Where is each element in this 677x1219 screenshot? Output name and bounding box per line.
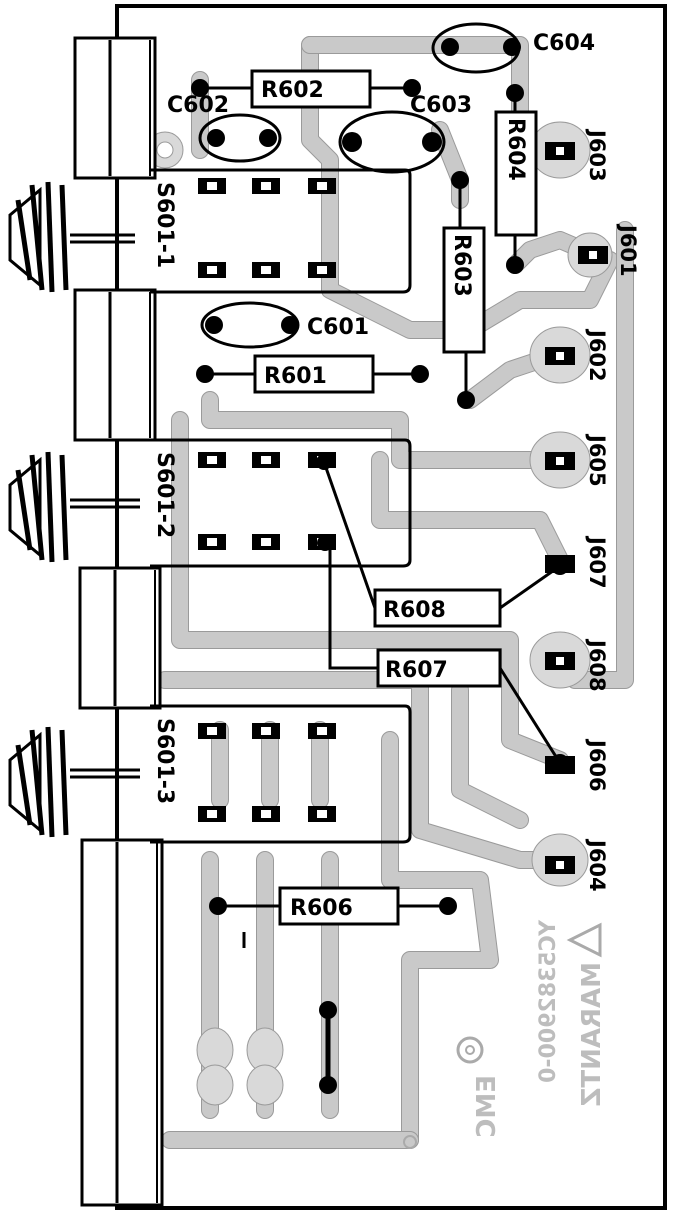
component-labels: C604 C602 C603 C601 R602 R601 R608 R607 … [167, 31, 595, 921]
label-c603: C603 [410, 93, 472, 118]
capacitor-c601 [200, 301, 300, 349]
label-j602: J602 [585, 328, 609, 382]
capacitor-c603 [338, 110, 446, 174]
marking-maker: MARANTZ [577, 962, 607, 1107]
resistor-r608 [316, 454, 569, 628]
marking-part-number: YC5382900-0 [536, 919, 561, 1083]
switch-lugs [198, 178, 336, 822]
label-r606: R606 [290, 896, 353, 921]
label-j604: J604 [585, 838, 609, 892]
board-markings: MARANTZ YC5382900-0 EMC [403, 919, 607, 1149]
label-c604: C604 [533, 31, 595, 56]
label-r601: R601 [264, 364, 327, 389]
label-s601-2: S601-2 [152, 452, 177, 538]
shaft-s601-2 [8, 451, 140, 563]
switch-body-s601-3 [150, 704, 412, 844]
resistors [191, 69, 569, 1094]
sleeve-bottom [80, 838, 164, 1207]
label-c602: C602 [167, 93, 229, 118]
jumper-wire [242, 932, 337, 1094]
label-r603: R603 [449, 234, 474, 297]
label-s601-1: S601-1 [152, 182, 177, 268]
switch-body-s601-2 [150, 438, 412, 568]
label-j601: J601 [616, 223, 640, 277]
resistor-r606 [209, 886, 457, 926]
sleeve-low [78, 566, 162, 710]
rotated-labels: R604 R603 S601-1 S601-2 S601-3 J603 J601… [152, 118, 640, 892]
label-j603: J603 [585, 128, 609, 182]
label-s601-3: S601-3 [152, 718, 177, 804]
resistor-r601 [196, 354, 429, 394]
switch-shafts [8, 181, 140, 838]
capacitor-c602 [198, 113, 282, 163]
warning-triangle-icon [566, 922, 602, 958]
label-r602: R602 [261, 78, 324, 103]
label-j606: J606 [585, 738, 609, 792]
label-j607: J607 [585, 535, 609, 589]
shaft-s601-1 [8, 181, 135, 293]
label-r608: R608 [383, 598, 446, 623]
capacitors [198, 22, 521, 349]
shaft-s601-3 [8, 726, 140, 838]
resistor-r607 [317, 535, 569, 772]
label-j608: J608 [585, 638, 609, 692]
copper-traces [156, 36, 634, 1149]
label-j605: J605 [585, 433, 609, 487]
marking-code: EMC [472, 1075, 502, 1138]
resistor-r604 [494, 84, 538, 274]
sleeve-top [73, 36, 157, 180]
resistor-r603 [442, 171, 486, 409]
jack-sleeves [73, 36, 164, 1207]
sleeve-mid [73, 288, 157, 442]
label-r604: R604 [503, 118, 528, 181]
label-c601: C601 [307, 315, 369, 340]
capacitor-c604 [431, 22, 521, 74]
label-r607: R607 [385, 658, 448, 683]
resistor-r602 [191, 69, 421, 109]
